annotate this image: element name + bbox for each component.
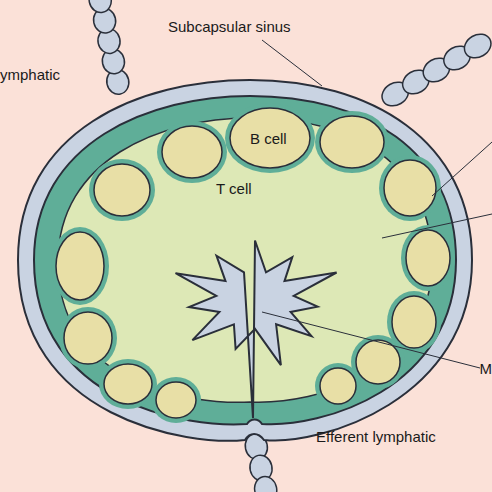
part-label: M [480,360,492,378]
follicle-rim [59,307,117,369]
capsule [18,80,472,441]
b-cell-follicle [162,126,222,178]
b-cell-follicle [406,230,450,286]
b-cell-follicle [156,382,196,418]
b-cell-follicle [56,232,104,300]
part-label: Efferent lymphatic [316,428,436,446]
b-cell-follicle [320,116,384,168]
part-label: Subcapsular sinus [168,18,291,36]
follicle-rim [51,227,109,305]
b-cell-follicle [392,296,436,348]
b-cell-follicle [94,164,150,216]
b-cell-follicle [320,368,356,404]
b-cell-follicle [230,108,310,168]
vessel-bead [87,0,114,15]
b-cell-follicles [51,103,455,423]
part-label: T cell [216,180,252,198]
vessel-bead [460,29,492,62]
follicle-rim [315,363,361,409]
follicle-rim [151,377,201,423]
follicle-rim [99,359,157,409]
b-cell-follicle [384,160,436,216]
follicle-rim [379,155,441,221]
follicle-rim [225,103,315,173]
medullary-sinus [176,241,337,419]
follicle-rim [315,111,389,173]
follicle-rim [157,121,227,183]
b-cell-follicle [356,340,400,384]
part-label: ymphatic [0,66,60,84]
follicle-rim [89,159,155,221]
part-label: B cell [250,130,287,148]
leader-lines [262,40,492,368]
b-cell-follicle [104,364,152,404]
vessel-bead [252,474,279,492]
follicle-rim [401,225,455,291]
cortex [34,96,456,424]
b-cell-follicle [64,312,112,364]
